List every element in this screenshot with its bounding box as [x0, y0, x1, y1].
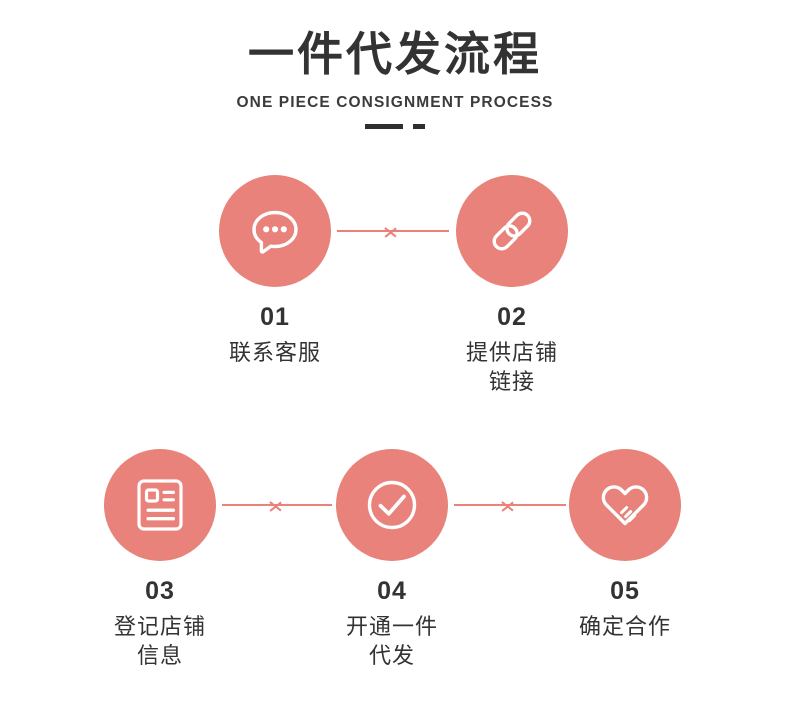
step-05-label: 确定合作	[578, 613, 671, 639]
chevron-right-arrow-icon	[385, 223, 400, 239]
flow-step-05[interactable]: 05 确定合作	[569, 449, 681, 641]
arrow-01-to-02	[337, 220, 449, 242]
step-03-number: 03	[145, 577, 175, 605]
arrow-04-to-05	[454, 494, 566, 516]
step-03-label: 登记店铺 信息	[113, 613, 206, 669]
flow-step-01[interactable]: 01 联系客服	[219, 175, 331, 367]
page-title: 一件代发流程	[248, 28, 542, 80]
step-02-caption: 02 提供店铺 链接	[422, 303, 602, 397]
step-05-caption: 05 确定合作	[535, 577, 715, 641]
double-dash-divider-icon	[365, 123, 425, 130]
flow-step-03[interactable]: 03 登记店铺 信息	[104, 449, 216, 671]
divider-dash-long	[365, 123, 403, 129]
step-02-label: 提供店铺 链接	[465, 339, 558, 395]
speech-bubble-dots-icon	[244, 200, 306, 262]
divider-dash-short	[413, 123, 425, 129]
step-03-circle[interactable]	[104, 449, 216, 561]
chevron-right-arrow-icon	[502, 497, 517, 513]
step-04-number: 04	[377, 577, 407, 605]
step-04-caption: 04 开通一件 代发	[302, 577, 482, 671]
step-02-circle[interactable]	[456, 175, 568, 287]
check-circle-icon	[362, 475, 422, 535]
step-05-number: 05	[610, 577, 640, 605]
id-card-document-icon	[131, 476, 189, 534]
step-01-label: 联系客服	[228, 339, 321, 365]
header: 一件代发流程 ONE PIECE CONSIGNMENT PROCESS	[0, 26, 790, 130]
step-03-caption: 03 登记店铺 信息	[70, 577, 250, 671]
arrow-03-to-04	[222, 494, 332, 516]
step-01-caption: 01 联系客服	[185, 303, 365, 367]
flow-step-02[interactable]: 02 提供店铺 链接	[456, 175, 568, 397]
step-04-circle[interactable]	[336, 449, 448, 561]
flow-step-04[interactable]: 04 开通一件 代发	[336, 449, 448, 671]
step-02-number: 02	[497, 303, 527, 331]
chain-link-icon	[481, 200, 543, 262]
heart-hands-icon	[595, 475, 655, 535]
step-01-circle[interactable]	[219, 175, 331, 287]
step-01-number: 01	[260, 303, 290, 331]
chevron-right-arrow-icon	[270, 497, 285, 513]
step-04-label: 开通一件 代发	[345, 613, 438, 669]
step-05-circle[interactable]	[569, 449, 681, 561]
page-subtitle: ONE PIECE CONSIGNMENT PROCESS	[236, 93, 554, 111]
